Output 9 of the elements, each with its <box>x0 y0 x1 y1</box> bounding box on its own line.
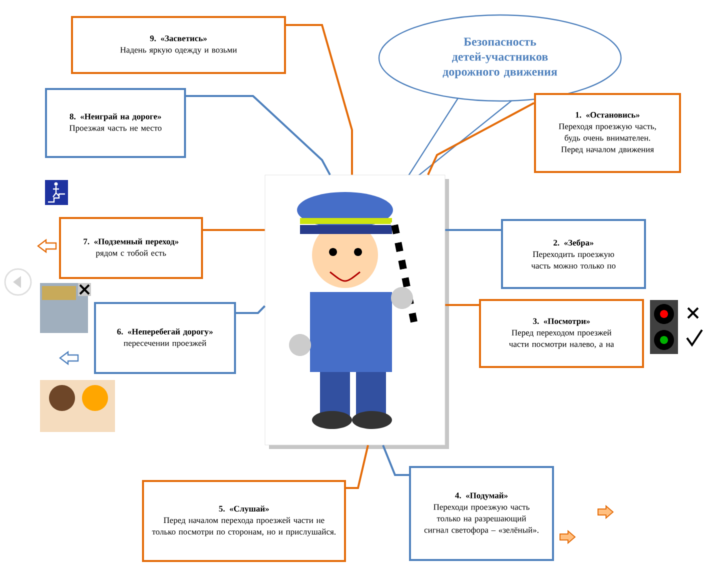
policeman-drawing <box>264 174 449 449</box>
leader-line <box>382 444 409 476</box>
leader-line <box>445 304 479 306</box>
leader-line <box>236 305 266 314</box>
leader-line <box>203 229 265 231</box>
leader-line <box>286 24 353 175</box>
leader-line <box>445 229 501 231</box>
leader-line <box>346 444 369 489</box>
leader-line <box>186 95 331 176</box>
